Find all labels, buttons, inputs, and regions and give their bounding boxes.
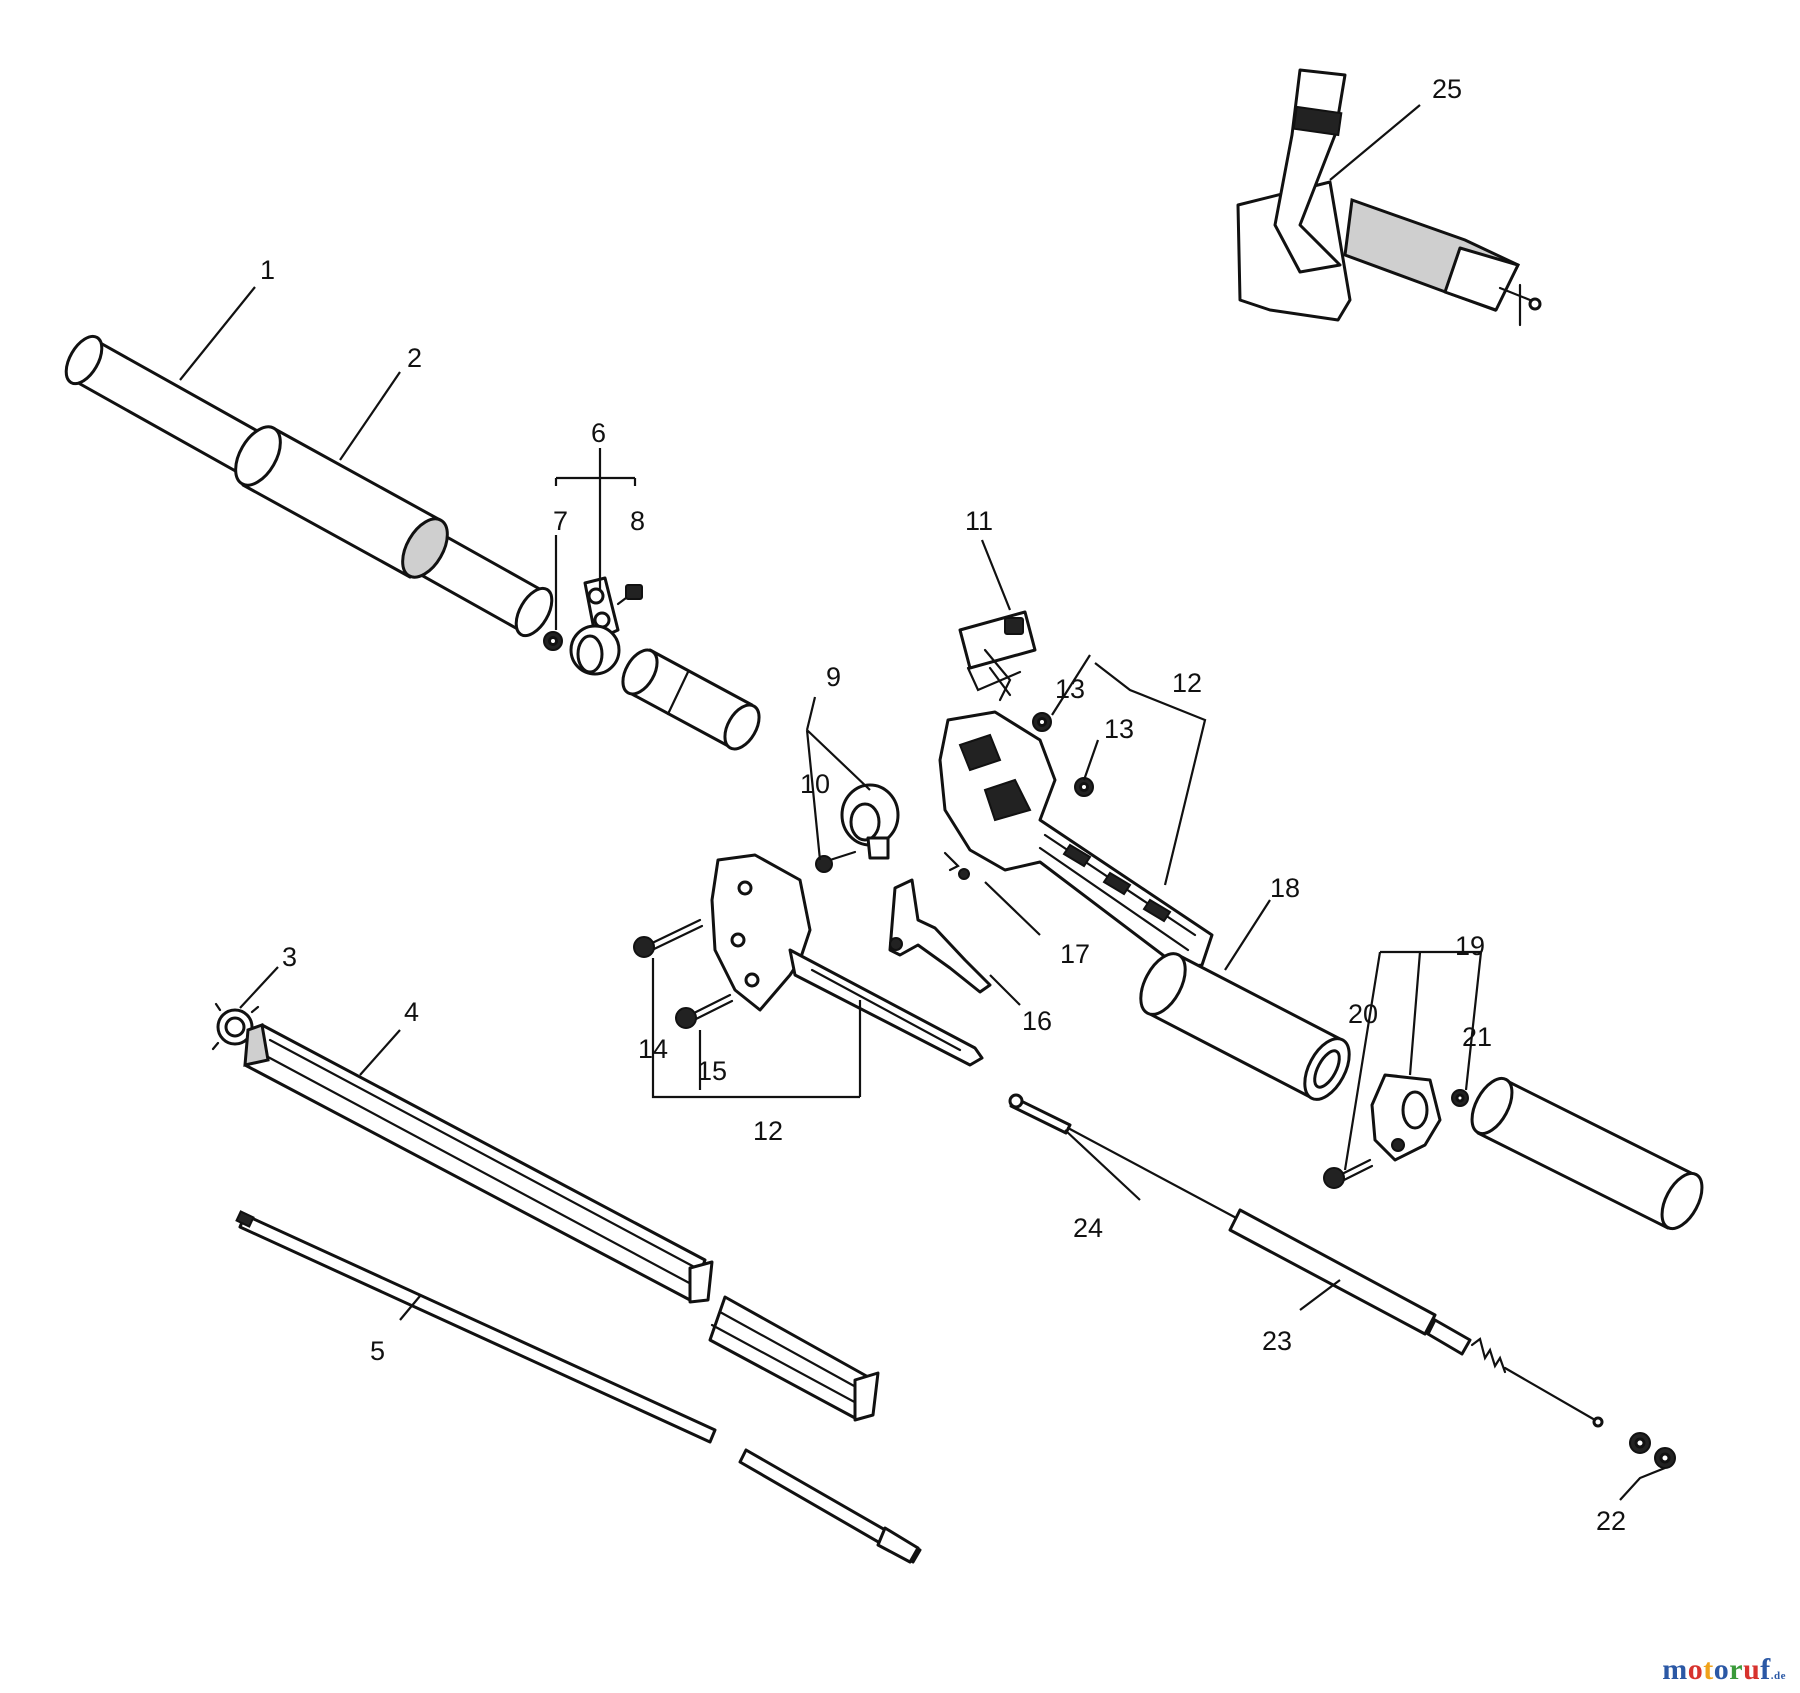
part-4-shaft-liner-end (708, 1295, 880, 1422)
callout-24: 24 (1073, 1213, 1103, 1243)
callout-13b: 13 (1104, 714, 1134, 744)
callout-21: 21 (1462, 1022, 1492, 1052)
part-17-spring (943, 851, 970, 880)
part-4-shaft-liner (243, 1022, 714, 1304)
callout-15: 15 (697, 1056, 727, 1086)
watermark-letter: m (1662, 1653, 1688, 1686)
callout-7: 7 (553, 506, 568, 536)
callout-5: 5 (370, 1336, 385, 1366)
callout-22: 22 (1596, 1506, 1626, 1536)
leader-lines (179, 104, 1666, 1501)
watermark-suffix: .de (1770, 1670, 1786, 1682)
callout-12a: 12 (1172, 668, 1202, 698)
part-12-handle-housing-lower (710, 853, 984, 1067)
callout-17: 17 (1060, 939, 1090, 969)
part-15-screw (675, 993, 734, 1029)
part-19-clamp (1370, 1073, 1442, 1162)
part-3-lock-washer (211, 1002, 260, 1052)
part-5-drive-shaft-end (738, 1448, 922, 1564)
part-23-throttle-cable (1066, 1126, 1604, 1428)
part-9-clamp (840, 783, 900, 860)
callout-1: 1 (260, 255, 275, 285)
part-16-throttle-trigger (888, 878, 992, 994)
watermark-logo: motoruf.de (1662, 1653, 1786, 1687)
watermark-letter: u (1743, 1653, 1761, 1686)
part-10-screw (815, 850, 857, 873)
callout-10: 10 (800, 769, 830, 799)
callout-12b: 12 (753, 1116, 783, 1146)
rear-grip-tube (1470, 1076, 1704, 1231)
part-24-cable-end (1008, 1093, 1072, 1135)
part-12-handle-housing-upper (938, 710, 1214, 970)
watermark-letter: o (1687, 1653, 1704, 1686)
part-11-switch (958, 610, 1037, 702)
part-22-nut-a (1629, 1432, 1651, 1454)
part-20-bolt (1323, 1158, 1374, 1189)
callout-9: 9 (826, 662, 841, 692)
part-6-tube-clamp (569, 576, 621, 676)
watermark-letter: t (1703, 1653, 1714, 1686)
watermark-letter: f (1760, 1653, 1771, 1686)
part-13-nut-a (1032, 712, 1052, 732)
watermark-letter: o (1713, 1653, 1730, 1686)
part-2-grip-sleeve (234, 425, 449, 579)
part-21-nut (1451, 1089, 1469, 1107)
part-8-screw (616, 584, 643, 606)
callout-6: 6 (591, 418, 606, 448)
callout-14: 14 (638, 1034, 668, 1064)
part-14-screw (633, 918, 704, 958)
callout-11: 11 (965, 506, 993, 536)
callout-18: 18 (1270, 873, 1300, 903)
callout-13a: 13 (1055, 674, 1085, 704)
callout-8: 8 (630, 506, 645, 536)
callout-20: 20 (1348, 999, 1378, 1029)
watermark-letter: r (1729, 1653, 1744, 1686)
callout-3: 3 (282, 942, 297, 972)
callout-23: 23 (1262, 1326, 1292, 1356)
callouts: 1 2 3 4 5 6 7 8 9 10 11 12 12 13 13 14 1… (260, 74, 1626, 1536)
part-13-nut-b (1074, 777, 1094, 797)
part-5-drive-shaft (235, 1210, 717, 1444)
callout-16: 16 (1022, 1006, 1052, 1036)
callout-2: 2 (407, 343, 422, 373)
callout-25: 25 (1432, 74, 1462, 104)
part-7-nut (543, 631, 563, 651)
callout-19: 19 (1455, 931, 1485, 961)
callout-4: 4 (404, 997, 419, 1027)
part-18-grip-sleeve (1139, 952, 1351, 1101)
part-22-nut-b (1654, 1447, 1676, 1469)
inner-tube-segment (621, 648, 761, 751)
part-25-shoulder-strap (1236, 68, 1542, 327)
